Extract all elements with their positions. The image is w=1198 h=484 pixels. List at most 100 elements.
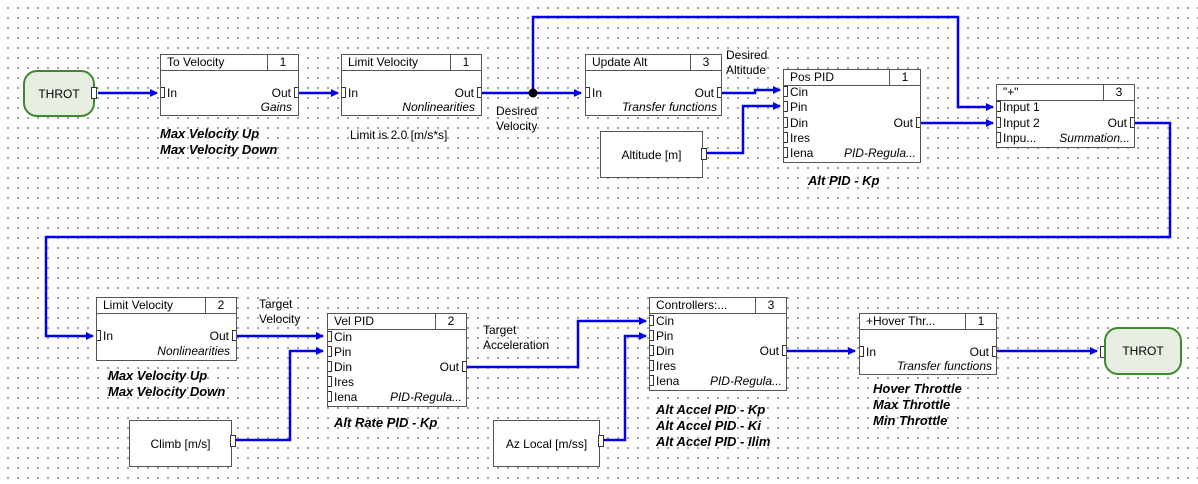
block-number: 3	[1103, 85, 1134, 100]
source-altitude-label: Altitude [m]	[621, 147, 682, 162]
block-library: PID-Regula...	[843, 146, 916, 160]
input-port-cin[interactable]: Cin	[328, 330, 352, 344]
output-port-out[interactable]: Out	[695, 86, 721, 100]
input-port-cin[interactable]: Cin	[784, 85, 808, 99]
input-port-2[interactable]: Input 2	[997, 116, 1040, 130]
block-library: Nonlinearities	[157, 344, 230, 358]
output-port-out[interactable]: Out	[455, 86, 481, 100]
wire-update-alt-pos-pid	[720, 86, 781, 95]
input-port-pin[interactable]: Pin	[328, 345, 351, 359]
wire-vel-pid-controllers	[465, 317, 647, 369]
block-pos-pid[interactable]: Pos PID 1 Cin Pin Din Ires Iena Out PID-R…	[783, 69, 921, 163]
throt-input-terminal[interactable]: THROT	[23, 70, 95, 117]
input-port-pin[interactable]: Pin	[784, 100, 807, 114]
output-port-out[interactable]: Out	[970, 345, 996, 359]
block-number: 2	[435, 314, 466, 329]
block-number: 3	[690, 55, 721, 70]
note-pos-pid: Alt PID - Kp	[808, 173, 880, 188]
block-library: Summation...	[1059, 131, 1130, 145]
throt-input-label: THROT	[38, 86, 80, 101]
junction-dot	[528, 88, 538, 98]
block-library: PID-Regula...	[709, 374, 782, 388]
block-title: Limit Velocity	[103, 298, 174, 312]
input-port-din[interactable]: Din	[784, 116, 808, 130]
output-port-out[interactable]: Out	[440, 360, 466, 374]
input-port-ires[interactable]: Ires	[784, 131, 810, 145]
block-limit-velocity-2[interactable]: Limit Velocity 2 In Out Nonlinearities	[96, 297, 237, 361]
wire-altitude-pos-pid	[706, 102, 781, 155]
block-to-velocity[interactable]: To Velocity 1 In Out Gains	[160, 54, 299, 116]
block-controllers[interactable]: Controllers:... 3 Cin Pin Din Ires Iena O…	[649, 297, 787, 391]
output-port-out[interactable]: Out	[1108, 116, 1134, 130]
block-hover-throttle[interactable]: +Hover Thr... 1 In Out Transfer functions	[859, 313, 997, 375]
block-library: Transfer functions	[621, 100, 717, 114]
input-port-in[interactable]: In	[586, 86, 602, 100]
block-update-alt[interactable]: Update Alt 3 In Out Transfer functions	[585, 54, 722, 116]
throt-output-label: THROT	[1122, 344, 1164, 358]
input-port-iena[interactable]: Iena	[328, 390, 357, 404]
input-port-1[interactable]: Input 1	[997, 100, 1040, 114]
input-port-in[interactable]: In	[97, 329, 113, 343]
block-number: 1	[965, 314, 996, 329]
wire-az-controllers	[603, 332, 647, 442]
block-title: Pos PID	[790, 70, 835, 84]
block-library: Nonlinearities	[402, 100, 475, 114]
block-number: 1	[889, 70, 920, 85]
input-port-in[interactable]: In	[161, 86, 177, 100]
input-port-ires[interactable]: Ires	[650, 359, 676, 373]
block-title: Update Alt	[592, 55, 648, 69]
input-port-ires[interactable]: Ires	[328, 375, 354, 389]
block-limit-velocity-1[interactable]: Limit Velocity 1 In Out Nonlinearities	[341, 54, 482, 116]
source-az-local-label: Az Local [m/ss]	[505, 436, 588, 451]
block-number: 1	[450, 55, 481, 70]
source-climb-label: Climb [m/s]	[150, 436, 211, 451]
note-vel-pid: Alt Rate PID - Kp	[334, 415, 438, 430]
block-library: Transfer functions	[896, 359, 992, 373]
block-title: "+"	[1003, 85, 1019, 99]
input-port-din[interactable]: Din	[328, 360, 352, 374]
altitude-output-port[interactable]	[701, 148, 707, 160]
block-title: +Hover Thr...	[866, 314, 936, 328]
climb-output-port[interactable]	[230, 435, 236, 447]
block-summation[interactable]: "+" 3 Input 1 Input 2 Inpu... Out Summati…	[996, 84, 1135, 148]
input-port-pin[interactable]: Pin	[650, 329, 673, 343]
source-climb[interactable]: Climb [m/s]	[129, 420, 232, 467]
input-port-iena[interactable]: Iena	[784, 146, 813, 160]
az-local-output-port[interactable]	[598, 435, 604, 447]
wire-climb-vel-pid	[236, 347, 324, 442]
input-port-iena[interactable]: Iena	[650, 374, 679, 388]
input-port-3[interactable]: Inpu...	[997, 131, 1036, 145]
source-az-local[interactable]: Az Local [m/ss]	[493, 420, 600, 467]
throt-output-terminal[interactable]: THROT	[1104, 327, 1182, 375]
block-title: Limit Velocity	[348, 55, 419, 69]
wire-desired-velocity-branch	[531, 15, 994, 111]
block-number: 1	[267, 55, 298, 70]
block-number: 3	[755, 298, 786, 313]
source-altitude[interactable]: Altitude [m]	[600, 131, 703, 178]
output-port-out[interactable]: Out	[894, 116, 920, 130]
block-library: Gains	[260, 100, 292, 114]
wire-summation-limit-2	[44, 121, 1172, 340]
input-port-in[interactable]: In	[860, 345, 876, 359]
note-limit-1: Limit is 2.0 [m/s*s]	[350, 128, 448, 142]
input-port-din[interactable]: Din	[650, 344, 674, 358]
input-port-cin[interactable]: Cin	[650, 314, 674, 328]
block-title: To Velocity	[167, 55, 225, 69]
output-port-out[interactable]: Out	[210, 329, 236, 343]
output-port-out[interactable]: Out	[272, 86, 298, 100]
block-title: Controllers:...	[656, 298, 728, 312]
input-port-in[interactable]: In	[342, 86, 358, 100]
block-number: 2	[205, 298, 236, 313]
throt-input-port[interactable]	[91, 87, 97, 99]
block-library: PID-Regula...	[389, 390, 462, 404]
output-port-out[interactable]: Out	[760, 344, 786, 358]
